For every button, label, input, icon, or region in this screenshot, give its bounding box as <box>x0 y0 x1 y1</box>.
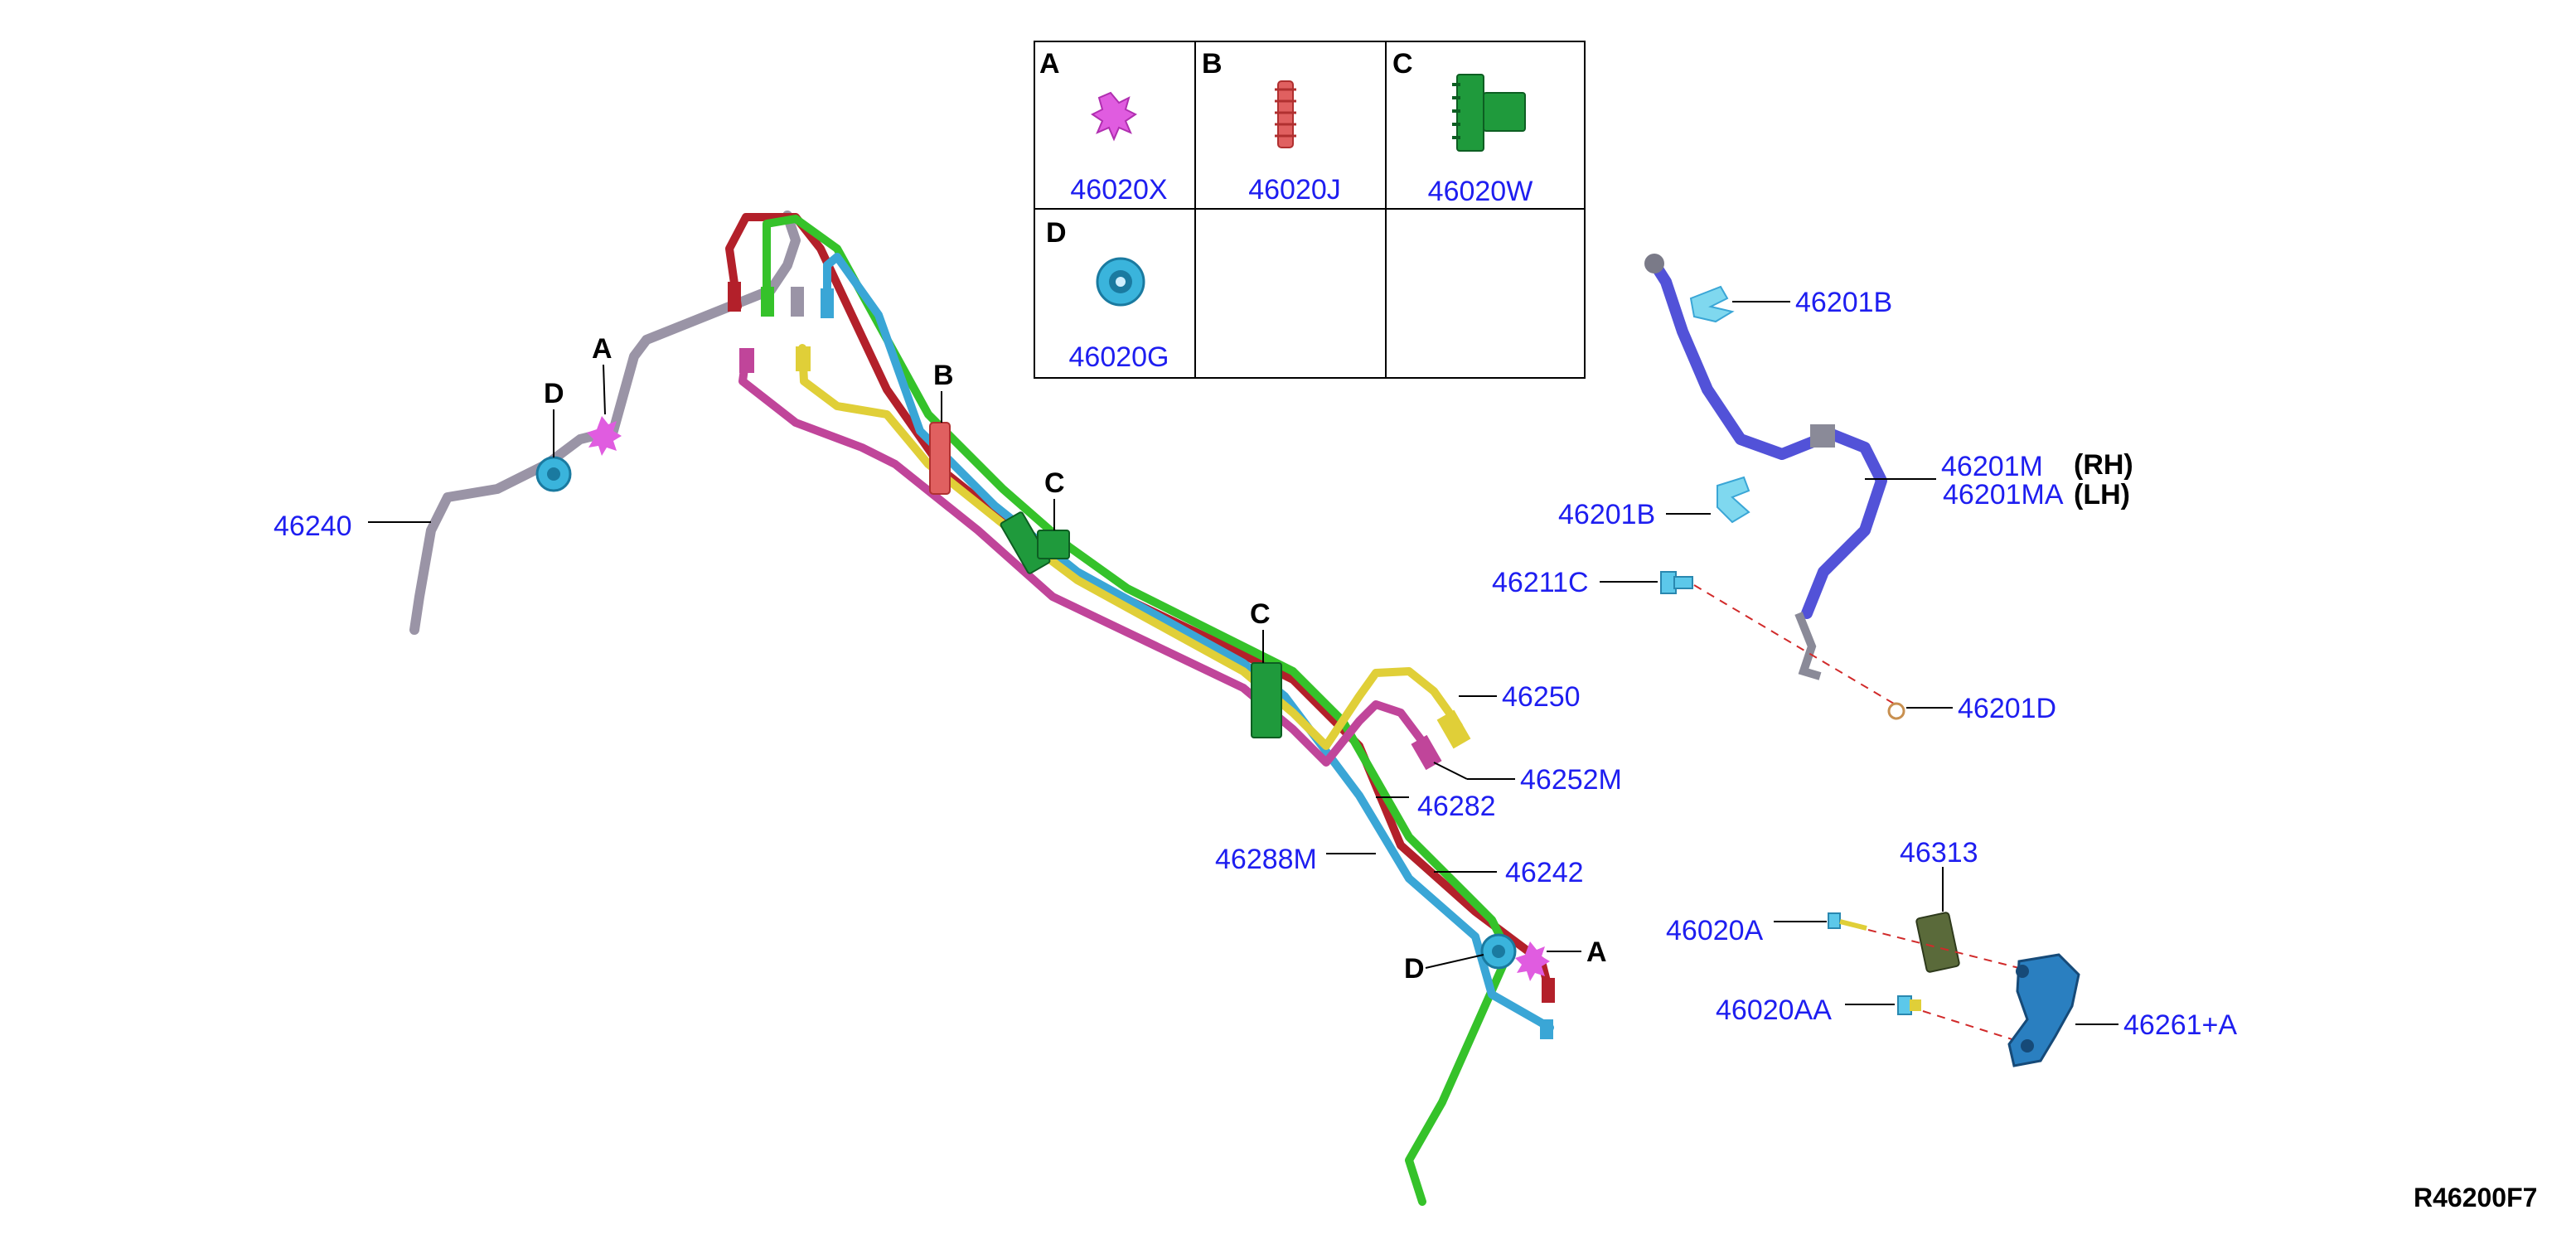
green-clip-icon <box>1452 74 1526 152</box>
tube-fitting-yellow-end <box>1436 709 1471 749</box>
callout-46252M: 46252M <box>1520 764 1622 796</box>
tube-fitting-red-end <box>1542 978 1555 1003</box>
legend-part-b: 46020J <box>1248 174 1341 206</box>
callout-46282: 46282 <box>1417 791 1496 822</box>
bolt-46211C-icon <box>1660 571 1693 594</box>
tube-fitting-green <box>761 287 774 317</box>
clip-letter-d-right: D <box>1404 953 1425 985</box>
callout-46201B-mid: 46201B <box>1558 499 1655 530</box>
clip-b-icon <box>929 422 951 495</box>
brake-tube-46250 <box>798 344 1463 750</box>
side-label-lh: (LH) <box>2074 479 2130 511</box>
diagram-reference-code: R46200F7 <box>2414 1183 2537 1212</box>
clip-d-right-icon <box>1480 933 1517 970</box>
clip-letter-b: B <box>933 360 954 391</box>
bracket-46261-icon <box>2007 953 2080 1067</box>
connector-46313-icon <box>1915 912 1960 973</box>
clip-letter-a-right: A <box>1586 936 1607 968</box>
tube-fitting-gray <box>791 287 804 317</box>
clip-46201B-mid-icon <box>1717 476 1750 524</box>
sensor-bracket-group: 46313 46020A 46020AA 46261+A <box>1666 837 2237 1067</box>
clip-legend-table: A 46020X B 46020J C 46020W D <box>1034 41 1586 379</box>
callout-46261A: 46261+A <box>2123 1009 2237 1041</box>
legend-letter-c: C <box>1392 48 1413 80</box>
pink-clip-icon <box>1091 91 1137 142</box>
legend-cell-d: D 46020G <box>1046 217 1169 373</box>
tube-fitting-yellow <box>796 346 811 371</box>
blue-grommet-icon <box>1096 257 1145 307</box>
callout-46250: 46250 <box>1502 681 1581 713</box>
legend-cell-b: B 46020J <box>1202 48 1341 206</box>
legend-part-c: 46020W <box>1428 176 1533 207</box>
callout-46020A: 46020A <box>1666 915 1764 946</box>
clip-a-right-icon <box>1515 941 1550 981</box>
red-clip-icon <box>1275 80 1296 148</box>
side-label-rh: (RH) <box>2074 449 2133 481</box>
legend-cell-a: A 46020X <box>1039 48 1168 206</box>
callout-46201MA: 46201MA <box>1943 479 2064 511</box>
clip-letter-c-upper: C <box>1044 467 1065 499</box>
legend-part-d: 46020G <box>1069 341 1169 373</box>
tube-fitting-blue <box>821 288 834 318</box>
hose-joint-bracket <box>1810 424 1835 448</box>
clip-c-lower-icon <box>1251 662 1282 738</box>
legend-part-a: 46020X <box>1070 174 1167 206</box>
clip-a-left-icon <box>587 416 622 456</box>
callout-46201B-top: 46201B <box>1795 287 1892 318</box>
bolt-46020AA-icon <box>1897 995 1921 1015</box>
clip-c-upper-icon <box>1000 511 1070 574</box>
front-brake-hose-group: 46201B 46201M (RH) 46201MA (LH) 46201B 4… <box>1492 254 2133 724</box>
clip-46201B-top-icon <box>1689 285 1735 323</box>
brake-tube-assembly: A D B C C A D <box>409 211 1607 1206</box>
clip-d-left-icon <box>535 456 572 492</box>
tube-fitting-magenta <box>739 348 754 373</box>
legend-cell-c: C 46020W <box>1392 48 1533 207</box>
brake-tube-46252M <box>738 352 1430 767</box>
tube-fitting-magenta-end <box>1411 734 1442 771</box>
callout-46288M: 46288M <box>1215 844 1317 875</box>
callout-46201M: 46201M <box>1941 451 2043 482</box>
brake-tube-46288M <box>823 253 1554 1032</box>
hose-fitting-top <box>1644 254 1664 273</box>
legend-letter-d: D <box>1046 217 1067 249</box>
callout-46211C: 46211C <box>1492 567 1589 598</box>
callout-46242: 46242 <box>1505 857 1584 888</box>
clip-letter-a-left: A <box>592 333 613 365</box>
callout-46313: 46313 <box>1900 837 1978 869</box>
clip-letter-d-left: D <box>544 378 564 409</box>
hose-fitting-bottom <box>1794 612 1822 680</box>
brake-hose-46201M <box>1649 258 1887 619</box>
legend-letter-a: A <box>1039 48 1060 80</box>
tube-fitting-red <box>728 282 741 312</box>
tube-fitting-blue-end <box>1540 1019 1553 1039</box>
brake-tube-green <box>763 215 1513 1206</box>
clip-letter-c-lower: C <box>1250 598 1271 630</box>
callout-46020AA: 46020AA <box>1716 994 1832 1026</box>
legend-letter-b: B <box>1202 48 1223 80</box>
callout-46201D: 46201D <box>1958 693 2056 724</box>
bolt-46020A-icon <box>1828 912 1867 931</box>
callout-46240: 46240 <box>274 511 352 542</box>
washer-46201D-icon <box>1887 702 1905 720</box>
